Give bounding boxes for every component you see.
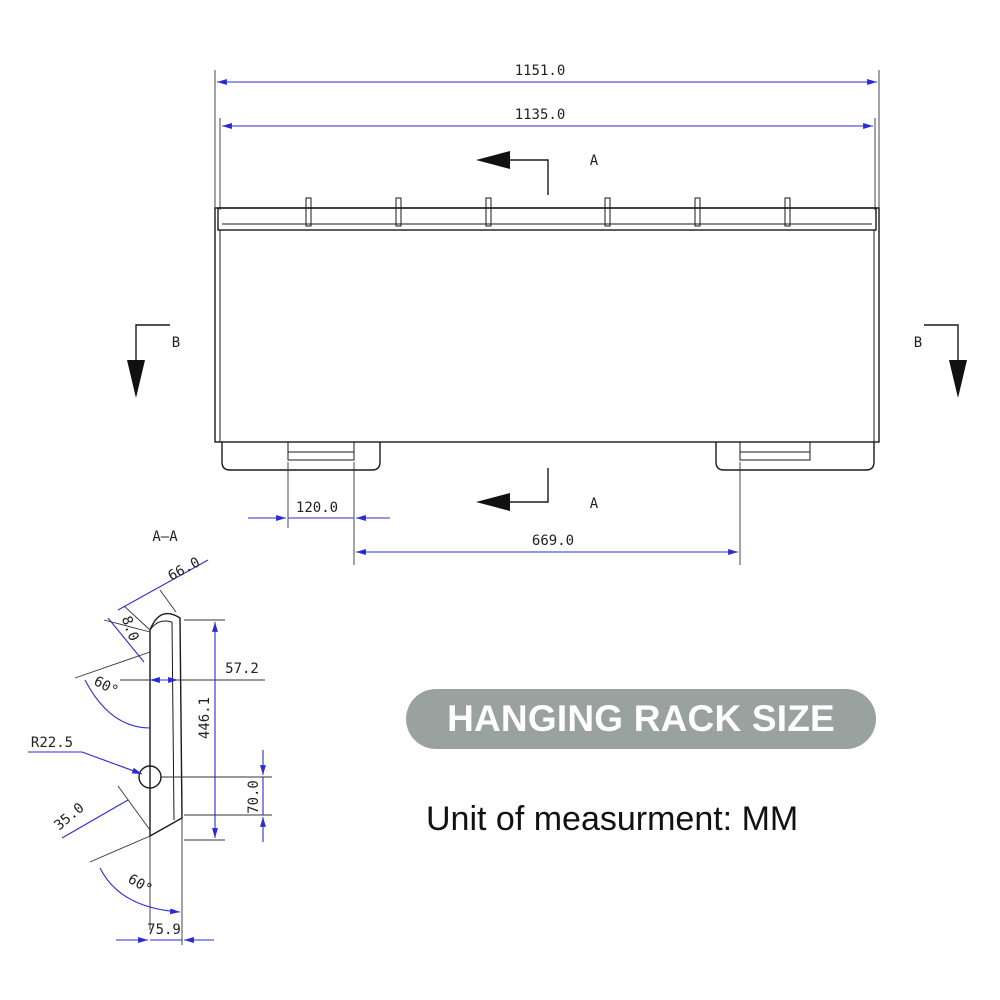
dim-radius: R22.5 xyxy=(28,735,143,775)
dim-inner-width: 1135.0 xyxy=(222,107,873,129)
dim-hole-height-text: 70.0 xyxy=(246,780,262,814)
dim-offset-text: 57.2 xyxy=(225,661,259,677)
dim-bottom-chamfer-text: 35.0 xyxy=(51,800,87,834)
dim-overall-width-text: 1151.0 xyxy=(515,63,566,79)
dim-hole-height: 70.0 xyxy=(160,750,272,842)
dim-hook-width-text: 120.0 xyxy=(296,500,338,516)
dim-overall-width: 1151.0 xyxy=(217,63,877,85)
dim-top-width-text: 66.0 xyxy=(165,554,202,584)
top-rail xyxy=(217,197,877,231)
section-label-b-left: B xyxy=(172,335,180,351)
section-label-a-top: A xyxy=(590,153,599,169)
hook-right xyxy=(715,441,875,471)
angle-top: 60° xyxy=(74,651,151,729)
dim-bottom-chamfer: 35.0 xyxy=(51,785,151,839)
section-title: A—A xyxy=(152,529,178,545)
dim-bottom-width: 75.9 xyxy=(116,922,214,943)
rack-body xyxy=(214,207,880,443)
hook-left xyxy=(221,441,381,471)
section-arrow-b-left: B xyxy=(127,324,180,398)
section-arrow-a-bottom: A xyxy=(476,468,599,512)
angle-bottom: 60° xyxy=(89,818,183,945)
angle-bottom-text: 60° xyxy=(125,871,155,898)
dim-inner-width-text: 1135.0 xyxy=(515,107,566,123)
section-profile xyxy=(138,612,183,838)
dim-bottom-width-text: 75.9 xyxy=(147,922,181,938)
angle-top-text: 60° xyxy=(91,673,121,699)
heading-badge: HANGING RACK SIZE xyxy=(406,689,876,749)
section-view: A—A 66.0 8.0 60° xyxy=(28,529,272,945)
dim-radius-text: R22.5 xyxy=(31,735,73,751)
section-label-a-bottom: A xyxy=(590,496,599,512)
unit-note: Unit of measurment: MM xyxy=(426,800,799,838)
dim-hook-spacing: 669.0 xyxy=(356,533,738,555)
section-arrow-b-right: B xyxy=(914,324,967,398)
dim-hook-width: 120.0 xyxy=(248,500,390,521)
top-view: 1151.0 1135.0 xyxy=(127,63,967,565)
dim-offset: 57.2 xyxy=(120,661,265,683)
section-arrow-a-top: A xyxy=(476,151,599,195)
section-label-b-right: B xyxy=(914,335,922,351)
dim-hook-spacing-text: 669.0 xyxy=(532,533,574,549)
dim-height: 446.1 xyxy=(184,619,225,841)
dim-height-text: 446.1 xyxy=(197,697,213,739)
